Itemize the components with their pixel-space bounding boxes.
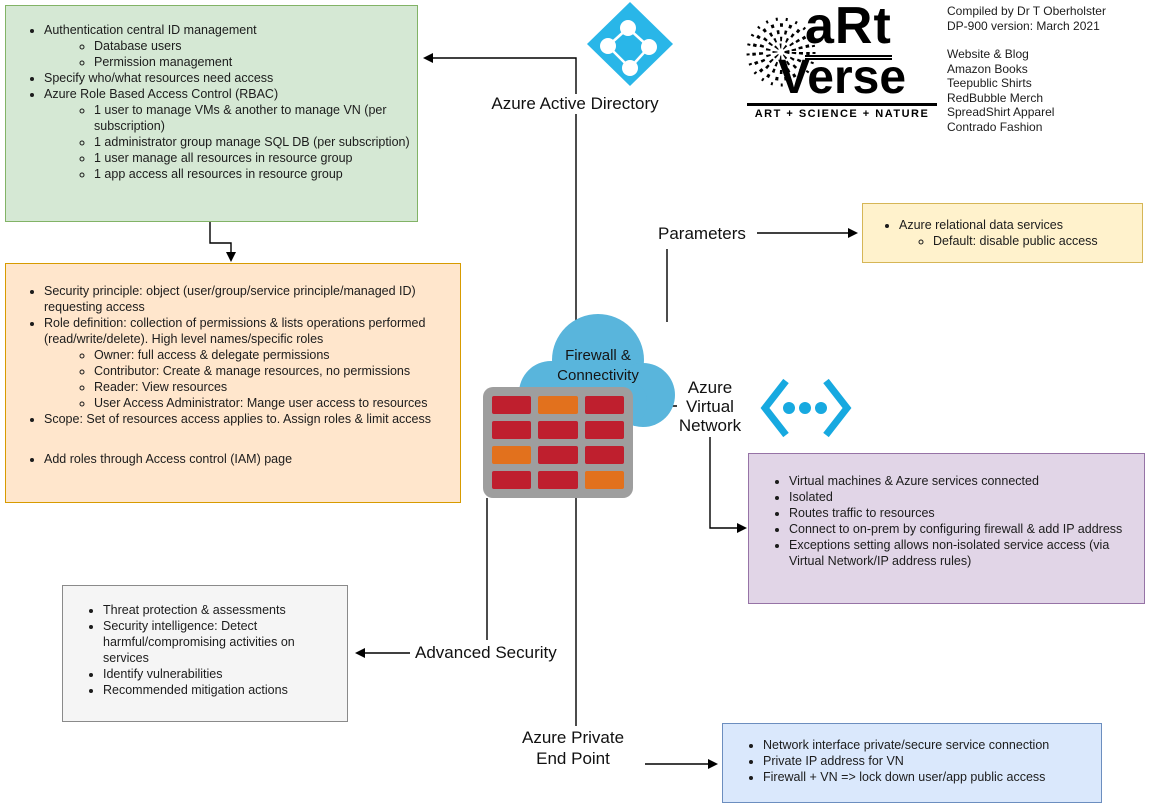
azure-active-directory-icon xyxy=(587,2,673,86)
list-item: Role definition: collection of permissio… xyxy=(44,316,426,346)
credits-link: Teepublic Shirts xyxy=(947,76,1032,90)
credits-version: DP-900 version: March 2021 xyxy=(947,18,1100,33)
brick xyxy=(538,396,578,414)
list-item: Contributor: Create & manage resources, … xyxy=(94,364,411,378)
credits-compiled: Compiled by Dr T Oberholster xyxy=(947,4,1106,18)
list-item: Exceptions setting allows non-isolated s… xyxy=(789,538,1110,568)
logo-spiral-icon xyxy=(746,17,816,87)
credits-link: Amazon Books xyxy=(947,61,1028,76)
list-item: Scope: Set of resources access applies t… xyxy=(44,412,431,426)
list-item: Firewall + VN => lock down user/app publ… xyxy=(763,770,1046,784)
vnet-box: Virtual machines & Azure services connec… xyxy=(748,453,1145,604)
logo-word-art: aRt xyxy=(805,0,892,61)
logo-tagline: ART + SCIENCE + NATURE xyxy=(754,108,930,120)
list-item: Private IP address for VN xyxy=(763,754,904,768)
firewall-wall-icon xyxy=(483,387,633,498)
parameters-box: Azure relational data services Default: … xyxy=(862,203,1143,263)
list-item: Identify vulnerabilities xyxy=(103,667,223,681)
list-item: Permission management xyxy=(94,55,233,69)
credits-block: Compiled by Dr T Oberholster DP-900 vers… xyxy=(947,4,1106,134)
list-item: Connect to on-prem by configuring firewa… xyxy=(789,522,1123,536)
brick xyxy=(492,396,532,414)
list-item: Security intelligence: Detect harmful/co… xyxy=(103,619,295,665)
credits-link: Website & Blog xyxy=(947,47,1029,61)
list-item: Add roles through Access control (IAM) p… xyxy=(44,452,293,466)
brick xyxy=(538,421,578,439)
brick xyxy=(538,446,578,464)
virtual-network-icon xyxy=(760,378,852,438)
list-item: 1 user manage all resources in resource … xyxy=(94,151,353,165)
list-item: Virtual machines & Azure services connec… xyxy=(789,474,1039,488)
list-item: Threat protection & assessments xyxy=(103,603,286,617)
brick xyxy=(584,396,624,414)
list-item: 1 user to manage VMs & another to manage… xyxy=(94,103,387,133)
brick xyxy=(584,471,624,489)
list-item: 1 administrator group manage SQL DB (per… xyxy=(94,135,410,149)
logo-word-verse: Verse xyxy=(747,54,937,106)
list-item: Owner: full access & delegate permission… xyxy=(94,348,330,362)
brick xyxy=(584,446,624,464)
advanced-security-box: Threat protection & assessments Security… xyxy=(62,585,348,722)
list-item: Isolated xyxy=(789,490,833,504)
rbac-box: Security principle: object (user/group/s… xyxy=(5,263,461,503)
brick xyxy=(492,446,532,464)
list-item: Recommended mitigation actions xyxy=(103,683,288,697)
list-item: Database users xyxy=(94,39,182,53)
list-item: 1 app access all resources in resource g… xyxy=(94,167,343,181)
azure-active-directory-label: Azure Active Directory xyxy=(488,94,662,114)
list-item: Default: disable public access xyxy=(933,234,1098,248)
identity-box: Authentication central ID management Dat… xyxy=(5,5,418,222)
list-item: Reader: View resources xyxy=(94,380,228,394)
credits-link: Contrado Fashion xyxy=(947,119,1043,134)
brick xyxy=(538,471,578,489)
brick xyxy=(584,421,624,439)
credits-link: SpreadShirt Apparel xyxy=(947,105,1055,119)
parameters-label: Parameters xyxy=(655,224,749,244)
list-item: Azure Role Based Access Control (RBAC) xyxy=(44,87,279,101)
brick xyxy=(492,471,532,489)
list-item: Specify who/what resources need access xyxy=(44,71,274,85)
list-item: Security principle: object (user/group/s… xyxy=(44,284,416,314)
azure-virtual-network-label: Azure Virtual Network xyxy=(678,378,742,435)
list-item: User Access Administrator: Mange user ac… xyxy=(94,396,428,410)
azure-private-endpoint-label: Azure Private End Point xyxy=(518,728,628,769)
artverse-logo: aRt Verse ART + SCIENCE + NATURE xyxy=(746,0,937,128)
private-endpoint-box: Network interface private/secure service… xyxy=(722,723,1102,803)
list-item: Routes traffic to resources xyxy=(789,506,935,520)
list-item: Network interface private/secure service… xyxy=(763,738,1050,752)
firewall-connectivity-label: Firewall & Connectivity xyxy=(557,347,639,385)
credits-link: RedBubble Merch xyxy=(947,90,1044,105)
brick xyxy=(492,421,532,439)
advanced-security-label: Advanced Security xyxy=(412,643,560,663)
list-item: Authentication central ID management xyxy=(44,23,257,37)
list-item: Azure relational data services xyxy=(899,218,1063,232)
